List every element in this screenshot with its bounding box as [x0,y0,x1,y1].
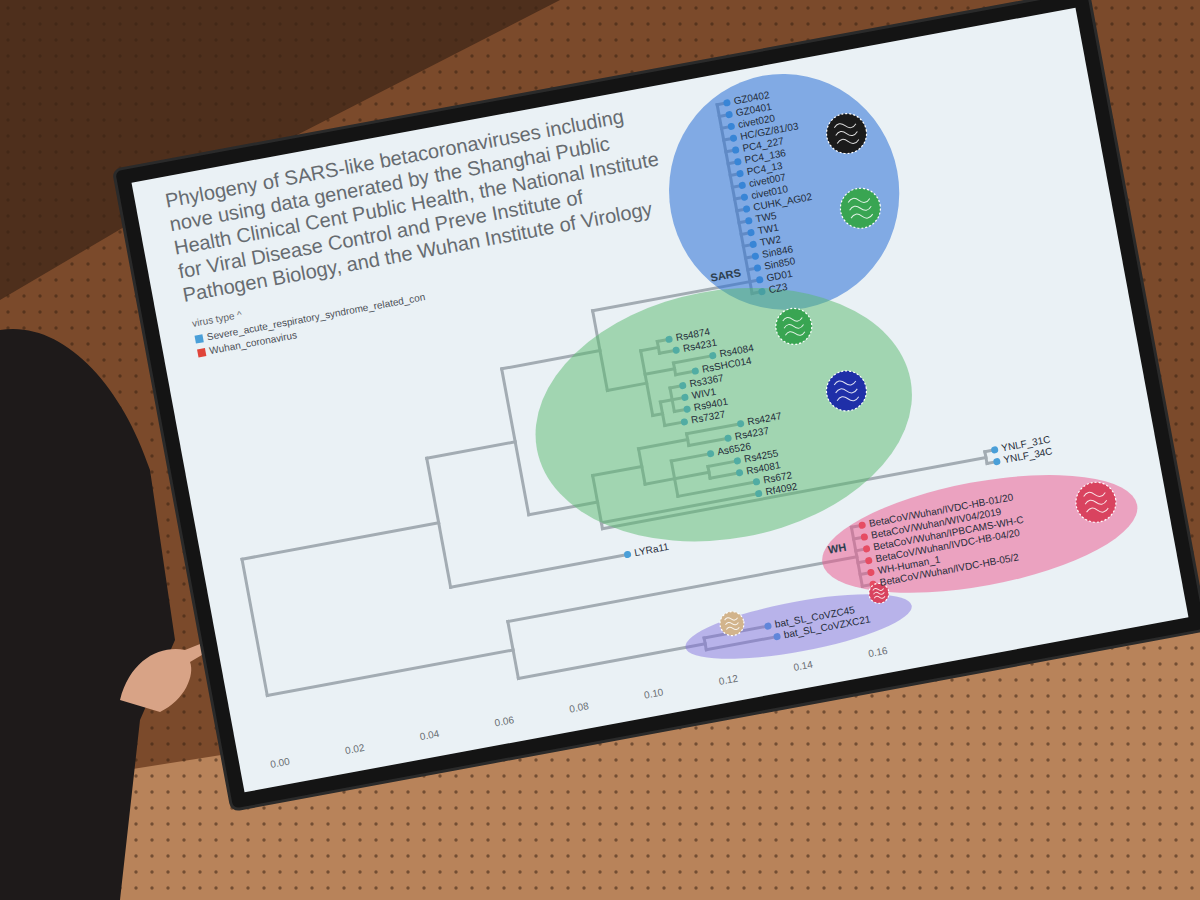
axis-tick-label: 0.08 [568,700,589,715]
virus-texture [837,394,860,404]
virus-texture [872,587,883,592]
tree-branch [427,442,515,458]
virus-texture [1085,497,1108,507]
virus-icon [823,110,870,157]
tree-branch [451,554,628,587]
tree-branch [985,452,987,464]
virus-texture [849,203,872,213]
tip-dot [991,446,999,454]
tree-branch [242,523,439,559]
virus-icon [867,582,890,605]
virus-texture [848,195,871,205]
tree-branch [508,621,519,678]
virus-texture [1086,505,1109,515]
axis-tick-label: 0.06 [494,714,515,729]
virus-texture [873,591,884,596]
axis-tick-label: 0.16 [867,645,888,660]
virus-icon [837,185,884,232]
clade-ellipse: bat_SL_CoVZC45bat_SL_CoVZXC21 [681,581,916,672]
presenter-silhouette [0,329,175,900]
virus-icon [1073,479,1120,526]
virus-icon [773,305,815,347]
virus-texture [726,625,740,631]
axis-tick-label: 0.10 [643,686,664,701]
tip-label: LYRa11 [633,541,669,559]
axis-tick-label: 0.12 [718,673,739,688]
clade-highlight [681,581,916,672]
legend-swatch [197,348,206,357]
virus-texture [782,315,802,324]
tree-branch [427,458,451,587]
legend-swatch [194,334,203,343]
virus-texture [724,616,738,622]
axis-tick-label: 0.02 [344,742,365,757]
tree-branch [242,559,267,695]
virus-texture [1083,489,1106,499]
virus-texture [785,329,805,338]
tree-branch [502,369,529,515]
virus-icon [823,368,870,415]
axis-tick-label: 0.14 [793,659,814,674]
tree-branch [518,644,705,679]
tree-branch [267,650,513,696]
virus-texture [725,621,739,627]
virus-icon [718,610,746,638]
tip-dot [624,550,632,558]
presenter-hand [120,642,211,712]
virus-texture [851,211,874,221]
virus-texture [784,322,804,331]
clade-highlight [650,55,919,329]
clade-ellipse: SARSGZ0402GZ0401civet020HC/GZ/81/03PC4_2… [650,55,919,329]
virus-texture [834,121,857,131]
virus-texture [874,595,885,600]
virus-texture [835,386,858,396]
axis-tick-label: 0.00 [269,756,290,771]
tip-dot [993,458,1001,466]
virus-texture [837,136,860,146]
clade-highlight [813,454,1147,615]
axis-tick-label: 0.04 [419,728,440,743]
virus-texture [835,129,858,139]
virus-texture [834,378,857,388]
